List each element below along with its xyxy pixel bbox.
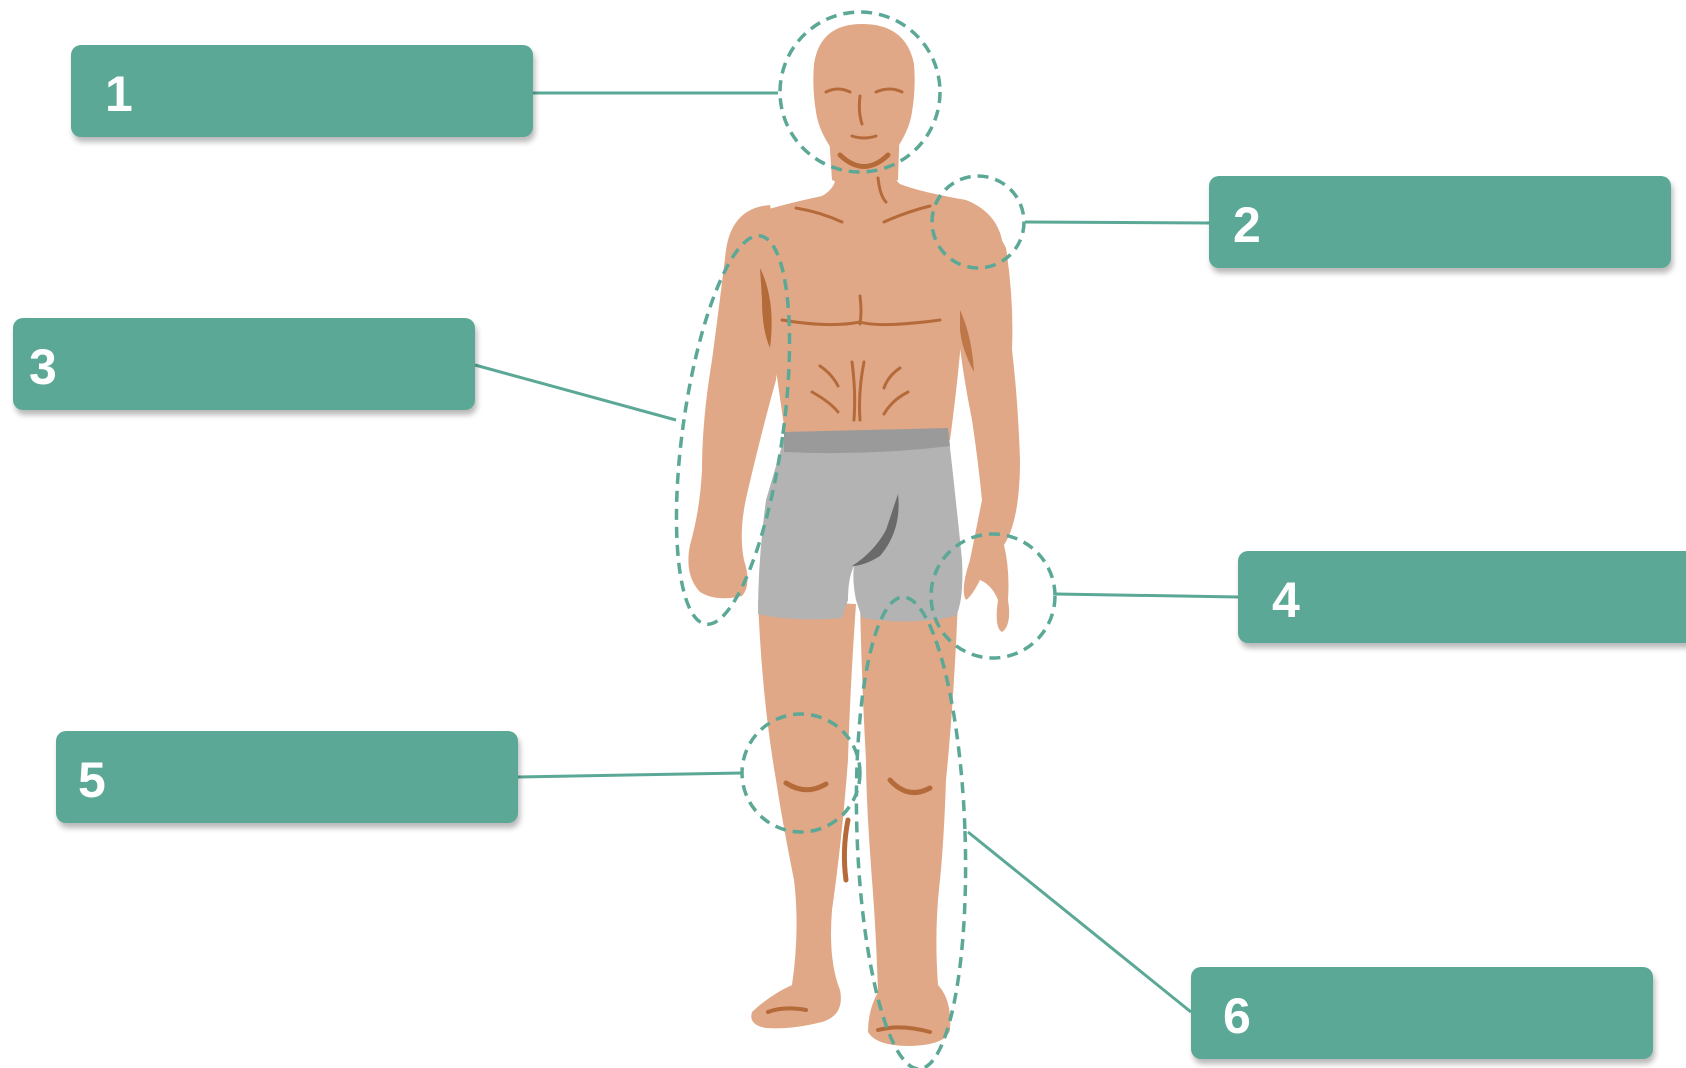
label-number: 2	[1233, 200, 1261, 250]
label-number: 1	[105, 69, 133, 119]
connector-4	[1056, 594, 1238, 597]
label-box-3: 3	[13, 318, 475, 410]
connector-2	[1025, 222, 1209, 223]
label-box-2: 2	[1209, 176, 1671, 268]
connector-3	[475, 365, 676, 420]
connector-6	[968, 832, 1191, 1012]
label-number: 6	[1223, 991, 1251, 1041]
label-number: 3	[29, 342, 57, 392]
label-box-4: 4	[1238, 551, 1686, 643]
right-leg	[751, 600, 856, 1028]
label-box-6: 6	[1191, 967, 1653, 1059]
label-number: 5	[78, 755, 106, 805]
label-box-1: 1	[71, 45, 533, 137]
shorts	[758, 430, 962, 622]
head	[813, 24, 914, 170]
label-box-5: 5	[56, 731, 518, 823]
connector-5	[518, 773, 742, 777]
label-number: 4	[1272, 575, 1300, 625]
torso	[739, 160, 1002, 440]
